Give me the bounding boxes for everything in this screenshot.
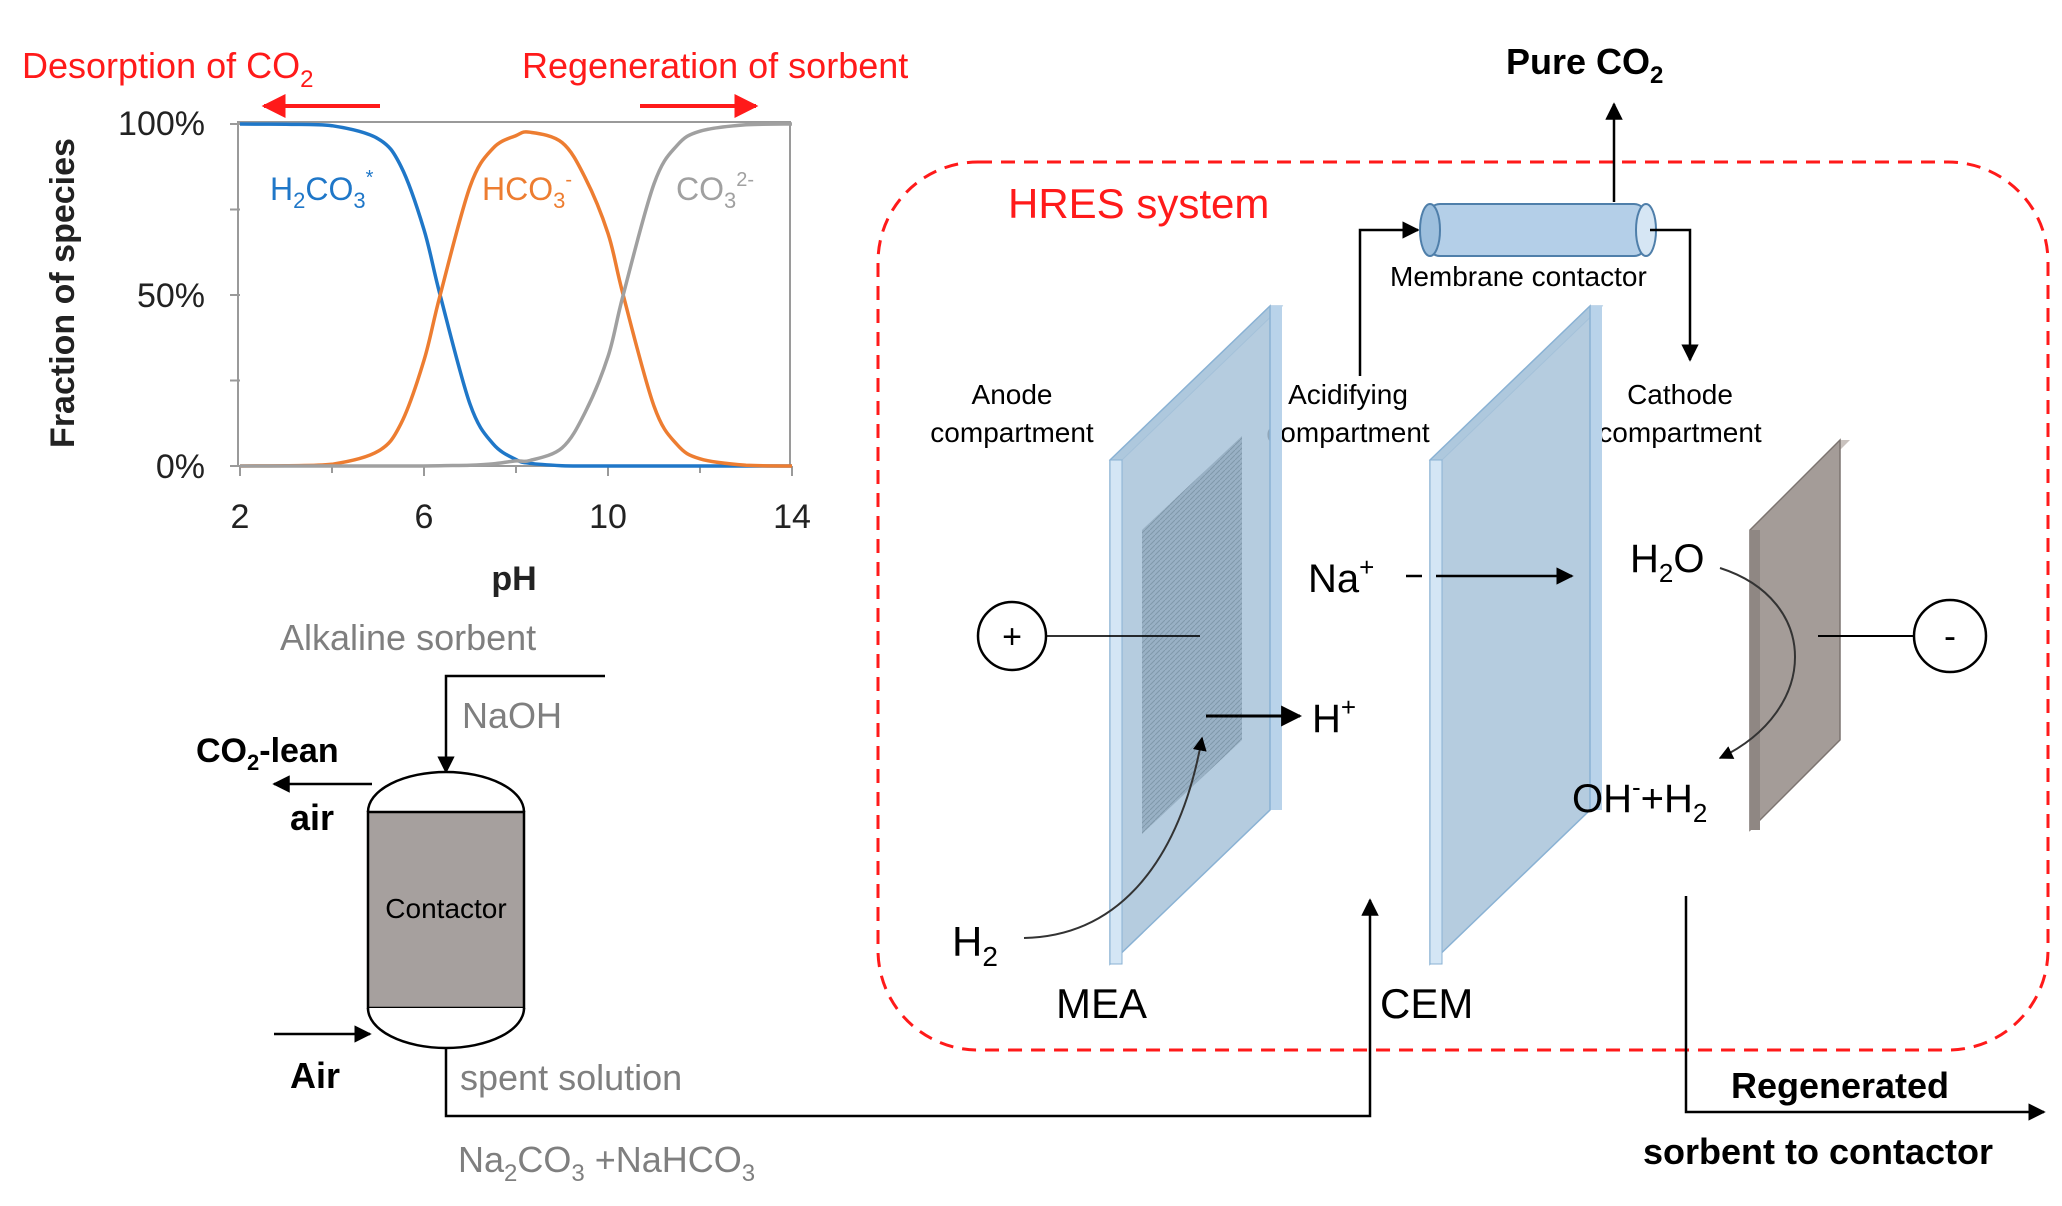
cem-label: CEM <box>1380 980 1473 1027</box>
hres-system: HRES system Pure CO2 Membrane contactor … <box>876 41 2050 1052</box>
y-axis-label: Fraction of species <box>44 138 82 448</box>
h2o-label: H2O <box>1630 537 1704 588</box>
spent-solution-label: spent solution <box>460 1057 682 1098</box>
mea-label: MEA <box>1056 980 1147 1027</box>
pure-co2-label: Pure CO2 <box>1506 41 1663 89</box>
regenerated-label-line2: sorbent to contactor <box>1643 1131 1993 1172</box>
naoh-label: NaOH <box>462 695 562 736</box>
y-tick-label: 50% <box>137 277 205 315</box>
acid-to-membrane-line <box>1358 221 1420 376</box>
hco3-label: HCO3- <box>482 169 572 213</box>
anode-plus-sign: + <box>1002 618 1022 656</box>
x-tick-label: 6 <box>415 498 434 536</box>
co2-lean-air-label: air <box>290 797 334 838</box>
y-tick-label: 0% <box>156 448 205 486</box>
cathode-reaction-arrow <box>1718 567 1796 759</box>
contactor-label: Contactor <box>385 893 506 924</box>
speciation-chart: 100% 50% 0% 2 6 10 14 pH Fraction of spe… <box>22 45 908 598</box>
co2-lean-label: CO2-lean <box>196 732 339 775</box>
series-line-co32 <box>240 122 793 468</box>
cathode-plate <box>1749 438 1850 832</box>
desorption-annotation: Desorption of CO2 <box>22 45 313 93</box>
regeneration-annotation: Regeneration of sorbent <box>522 45 908 86</box>
co3-label: CO32- <box>676 169 754 213</box>
h-ion-label: H+ <box>1312 692 1356 741</box>
x-tick-label: 2 <box>231 498 250 536</box>
regenerated-output: Regenerated sorbent to contactor <box>1643 896 2046 1172</box>
contactor-body <box>366 810 526 1010</box>
oh-h2-label: OH-+H2 <box>1572 772 1707 828</box>
x-axis-label: pH <box>491 560 536 598</box>
contactor-bottom-cap <box>366 1007 526 1050</box>
contactor-top-cap <box>366 770 526 813</box>
spent-formula-label: Na2CO3 +NaHCO3 <box>458 1139 755 1187</box>
y-tick-label: 100% <box>118 105 205 143</box>
cem-membrane <box>1428 304 1604 966</box>
spent-solution-line <box>444 898 1379 1118</box>
naoh-feed-line <box>437 674 605 774</box>
alkaline-sorbent-label: Alkaline sorbent <box>280 617 536 658</box>
chart-series <box>239 122 793 468</box>
h2co3-label: H2CO3* <box>270 167 374 213</box>
membrane-contactor-label: Membrane contactor <box>1390 261 1647 292</box>
cathode-minus-sign: - <box>1944 615 1956 656</box>
membrane-contactor-tube <box>1419 203 1657 257</box>
regenerated-label-line1: Regenerated <box>1731 1065 1949 1106</box>
regenerated-line <box>1684 896 2046 1121</box>
air-inlet-label: Air <box>290 1055 340 1096</box>
h2-feed-arrow <box>1023 736 1207 939</box>
contactor-unit: Alkaline sorbent NaOH CO2-lean air Conta… <box>196 617 1379 1187</box>
hres-system-label: HRES system <box>1008 180 1269 227</box>
na-ion-label: Na+ <box>1308 552 1374 601</box>
x-tick-label: 10 <box>589 498 627 536</box>
hres-boundary <box>876 160 2050 1052</box>
membrane-to-cathode-line <box>1650 228 1699 362</box>
series-line-hco3 <box>239 130 793 468</box>
x-tick-label: 14 <box>773 498 811 536</box>
h2-feed-label: H2 <box>952 918 998 972</box>
